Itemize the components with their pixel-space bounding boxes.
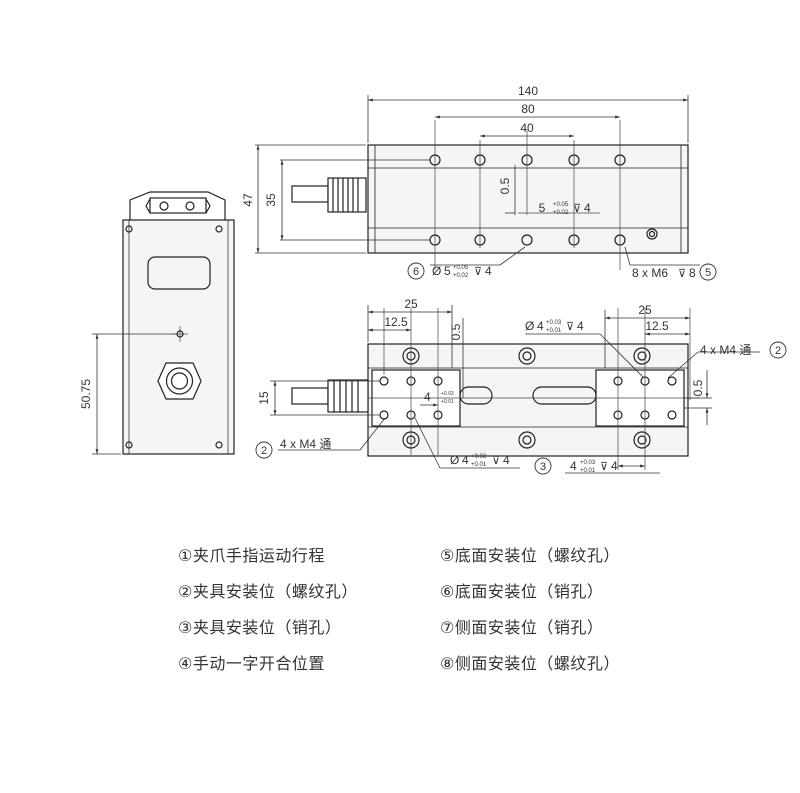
tol-bot-upper: +0.05 [453, 265, 469, 271]
dim-small-4: 4 [424, 390, 431, 404]
tol-right-pin-upper: +0.03 [580, 460, 596, 466]
tol-top-upper: +0.05 [553, 202, 569, 208]
legend-item-6: ⑥底面安装位（销孔） [440, 582, 604, 601]
dim-left-05: 0.5 [449, 323, 463, 340]
depth-symbol-right-pin: ⊽ [600, 461, 608, 473]
dim-47: 47 [241, 193, 255, 207]
right-pin-depth: 4 [611, 459, 618, 473]
tol-pin-upper: +0.03 [546, 320, 562, 326]
front-clamp [129, 191, 226, 220]
legend-item-5: ⑤底面安装位（螺纹孔） [440, 546, 620, 565]
dim-left-25: 25 [404, 297, 418, 311]
diameter-symbol-pin-bottom: Ø [450, 453, 459, 467]
depth-symbol-top: ⊽ [573, 203, 581, 215]
screw-bottom: 8 x M6 [632, 266, 668, 280]
callout-2-right: 2 [775, 345, 781, 357]
callout-3: 3 [540, 461, 546, 473]
dim-right-05: 0.5 [691, 379, 705, 396]
legend-item-4: ④手动一字开合位置 [178, 654, 325, 673]
dim-right-125: 12.5 [645, 319, 669, 333]
cable-gland [157, 362, 202, 400]
dim-top-depth: 4 [584, 201, 591, 215]
front-window [147, 256, 211, 290]
dim-left-125: 12.5 [384, 315, 408, 329]
legend-item-8: ⑧侧面安装位（螺纹孔） [440, 654, 620, 673]
diameter-symbol-pin-top: Ø [525, 319, 534, 333]
depth-symbol-pin-bottom: ⊽ [492, 455, 500, 467]
callout-5: 5 [705, 267, 711, 279]
dim-bottom-5: 5 [444, 264, 451, 278]
tol-bot-lower: +0.02 [453, 273, 469, 279]
tol-top-lower: +0.02 [553, 210, 569, 216]
pin-depth: 4 [577, 319, 584, 333]
callout-2-left: 2 [261, 445, 267, 457]
legend-item-3: ③夹具安装位（销孔） [178, 618, 342, 637]
depth-symbol-6: ⊽ [474, 266, 482, 278]
bottom-view [270, 305, 760, 474]
dim-140: 140 [518, 84, 538, 98]
dim-top-5: 5 [539, 201, 546, 215]
tol-pin-bottom-lower: +0.01 [471, 462, 487, 468]
tol-pin-lower: +0.01 [546, 328, 562, 334]
pin-top: 4 [537, 319, 544, 333]
depth-symbol-pin-top: ⊽ [566, 321, 574, 333]
diameter-symbol-6: Ø [432, 264, 441, 278]
front-view [92, 191, 235, 455]
thread-right: 4 x M4 通 [700, 343, 751, 357]
thread-left: 4 x M4 通 [280, 437, 331, 451]
legend-item-2: ②夹具安装位（螺纹孔） [178, 582, 358, 601]
pin-bottom-depth: 4 [503, 453, 510, 467]
dim-bottom-depth: 4 [485, 264, 492, 278]
tol-small-lower: +0.01 [441, 399, 454, 405]
legend-item-7: ⑦侧面安装位（销孔） [440, 618, 604, 637]
screw-depth: 8 [689, 266, 696, 280]
dimension-texts: 140 80 40 47 35 0.5 5 +0.05 +0.02 ⊽ 4 Ø … [79, 84, 751, 474]
dim-15: 15 [257, 391, 271, 405]
callout-6: 6 [413, 266, 419, 278]
dim-35: 35 [264, 193, 278, 207]
depth-symbol-5: ⊽ [678, 268, 686, 280]
callouts: 6 5 2 2 3 [255, 262, 787, 475]
top-body [367, 144, 689, 254]
dim-50-75: 50.75 [79, 379, 93, 409]
cable-connector [291, 177, 367, 213]
tol-pin-bottom-upper: +0.03 [471, 454, 487, 460]
plan-connector [291, 379, 369, 413]
dim-40: 40 [520, 121, 534, 135]
pin-bottom: 4 [462, 453, 469, 467]
tol-small-upper: +0.03 [441, 391, 454, 397]
dim-right-25: 25 [638, 303, 652, 317]
dim-top-05: 0.5 [498, 177, 512, 194]
right-pin: 4 [570, 459, 577, 473]
tol-right-pin-lower: +0.01 [580, 468, 596, 474]
legend-item-1: ①夹爪手指运动行程 [178, 546, 325, 565]
dim-80: 80 [521, 102, 535, 116]
top-view [255, 95, 700, 270]
